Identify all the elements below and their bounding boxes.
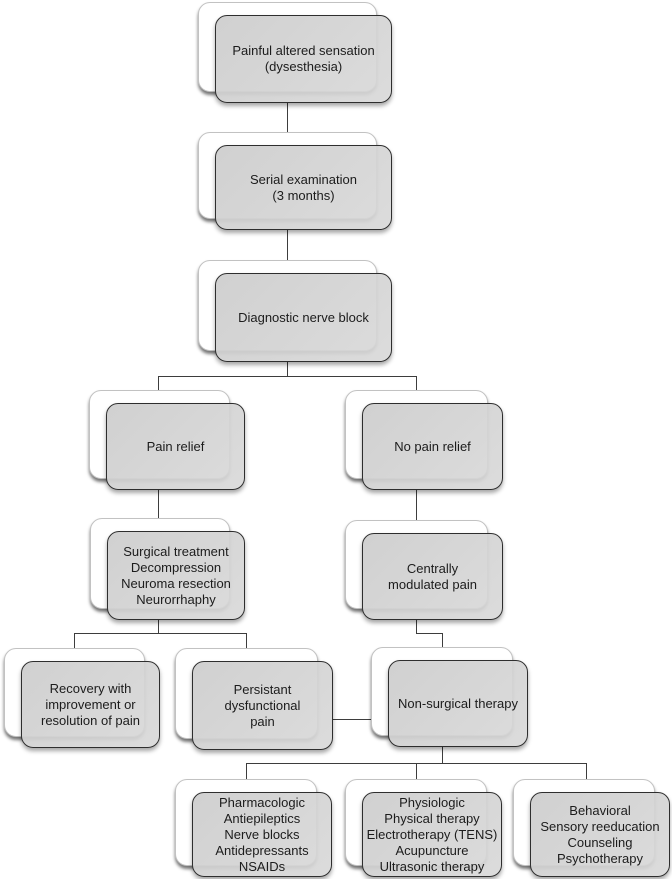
- node-pharmacologic: Pharmacologic Antiepileptics Nerve block…: [175, 779, 332, 877]
- node-label: Non-surgical therapy: [398, 695, 518, 711]
- node-card: Recovery with improvement or resolution …: [21, 661, 160, 748]
- node-label: Pharmacologic Antiepileptics Nerve block…: [215, 794, 309, 874]
- connector-drop-persistent: [246, 633, 247, 651]
- connector-drop-painrelief: [158, 376, 159, 393]
- connector-drop-behavioral: [586, 763, 587, 782]
- node-nonsurgical-therapy: Non-surgical therapy: [371, 647, 528, 747]
- node-label: No pain relief: [394, 438, 471, 454]
- node-label: Behavioral Sensory reeducation Counselin…: [540, 802, 660, 866]
- node-card: Diagnostic nerve block: [215, 273, 392, 362]
- connector-surgical-branch: [74, 633, 247, 634]
- node-no-pain-relief: No pain relief: [345, 390, 503, 490]
- node-card: No pain relief: [362, 403, 503, 490]
- node-physiologic: Physiologic Physical therapy Electrother…: [345, 779, 502, 877]
- node-card: Centrally modulated pain: [362, 533, 503, 620]
- node-behavioral: Behavioral Sensory reeducation Counselin…: [513, 779, 670, 877]
- connector-central-jog: [416, 633, 443, 634]
- node-label: Serial examination (3 months): [250, 171, 357, 203]
- node-serial-exam: Serial examination (3 months): [198, 132, 392, 230]
- node-card: Pain relief: [106, 403, 245, 490]
- connector-drop-physiologic: [416, 763, 417, 782]
- node-card: Serial examination (3 months): [215, 145, 392, 230]
- node-centrally-modulated: Centrally modulated pain: [345, 520, 503, 620]
- node-persistent-pain: Persistant dysfunctional pain: [175, 648, 333, 750]
- node-card: Non-surgical therapy: [388, 660, 528, 747]
- connector-serial-to-nerveblock: [287, 230, 288, 262]
- node-label: Painful altered sensation (dysesthesia): [232, 43, 375, 74]
- connector-drop-recovery: [74, 633, 75, 651]
- node-card: Surgical treatment Decompression Neuroma…: [107, 531, 245, 620]
- node-card: Persistant dysfunctional pain: [192, 661, 333, 750]
- connector-nerveblock-stem: [287, 362, 288, 377]
- node-card: Physiologic Physical therapy Electrother…: [362, 792, 502, 877]
- node-card: Pharmacologic Antiepileptics Nerve block…: [192, 792, 332, 877]
- node-label: Physiologic Physical therapy Electrother…: [366, 794, 498, 874]
- node-pain-relief: Pain relief: [89, 390, 245, 490]
- node-card: Painful altered sensation (dysesthesia): [215, 15, 392, 103]
- connector-surgical-stem: [158, 620, 159, 634]
- node-label: Persistant dysfunctional pain: [224, 681, 301, 729]
- connector-painful-to-serial: [287, 103, 288, 135]
- node-label: Pain relief: [146, 438, 205, 454]
- connector-central-to-nonsurgical: [442, 633, 443, 650]
- connector-drop-nopainrelief: [416, 376, 417, 393]
- connector-nopain-to-central: [416, 490, 417, 523]
- node-nerve-block: Diagnostic nerve block: [198, 260, 392, 362]
- connector-nonsurgical-stem: [442, 747, 443, 764]
- node-label: Surgical treatment Decompression Neuroma…: [121, 543, 231, 607]
- arrow-persistent-to-nonsurgical: [332, 719, 381, 720]
- node-recovery: Recovery with improvement or resolution …: [4, 648, 160, 748]
- node-painful-sensation: Painful altered sensation (dysesthesia): [198, 2, 392, 103]
- connector-nerveblock-branch: [158, 376, 417, 377]
- node-label: Diagnostic nerve block: [238, 309, 369, 325]
- node-surgical-treatment: Surgical treatment Decompression Neuroma…: [90, 518, 245, 620]
- node-label: Centrally modulated pain: [388, 560, 477, 592]
- connector-central-stem: [416, 620, 417, 634]
- connector-painrelief-to-surgical: [158, 490, 159, 521]
- node-label: Recovery with improvement or resolution …: [40, 680, 140, 728]
- connector-drop-pharmacologic: [246, 763, 247, 782]
- node-card: Behavioral Sensory reeducation Counselin…: [530, 792, 670, 877]
